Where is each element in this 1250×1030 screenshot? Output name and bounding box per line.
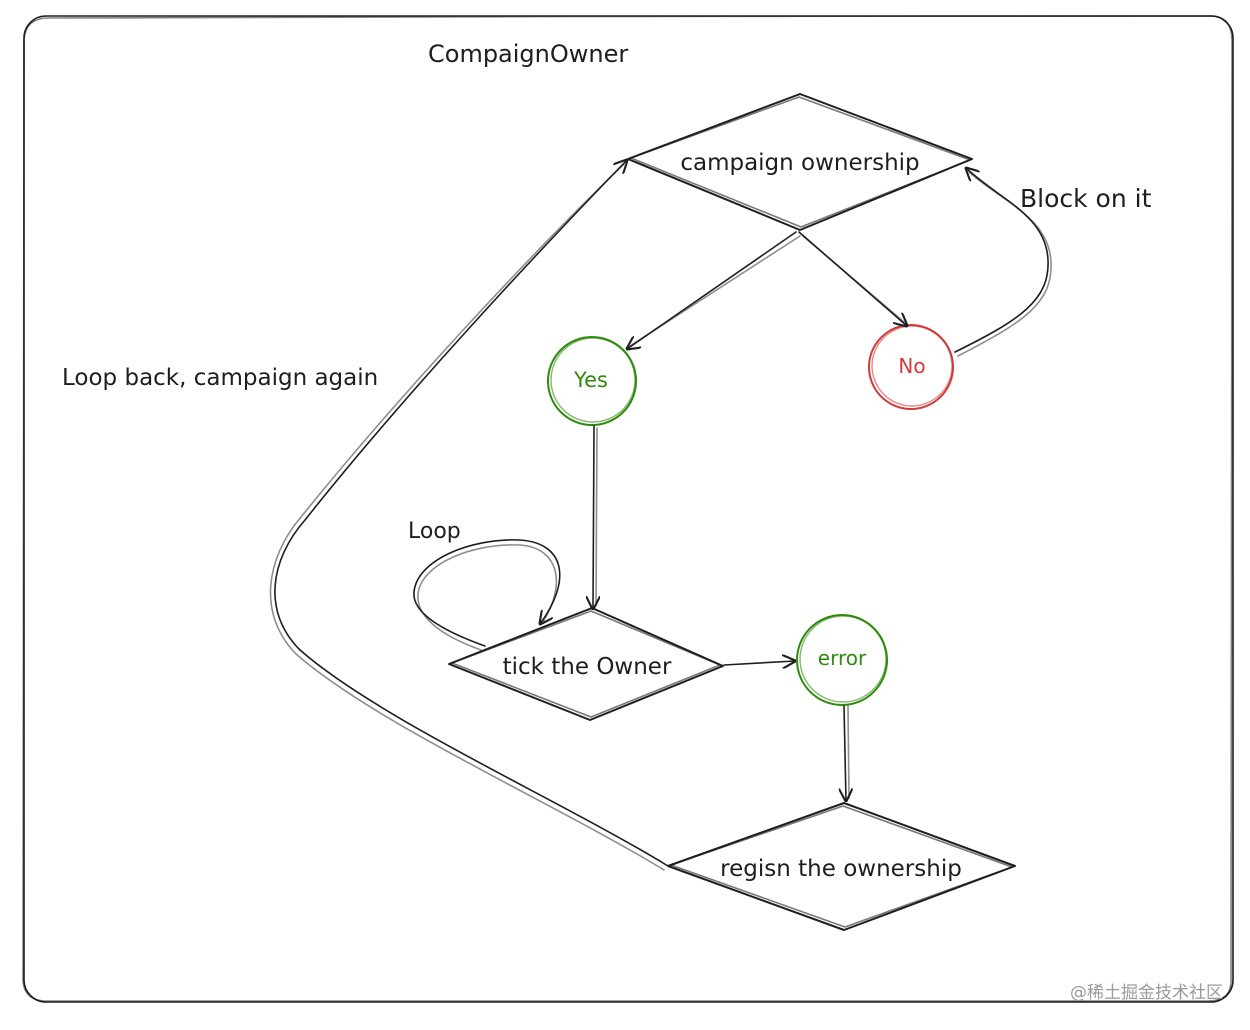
campaign-ownership-label: campaign ownership — [680, 150, 919, 176]
edge-tick-self-loop — [413, 539, 561, 651]
frame — [22, 15, 1234, 1003]
diagram-title: CompaignOwner — [428, 40, 628, 68]
loop-label: Loop — [408, 519, 461, 544]
loop-back-label: Loop back, campaign again — [62, 365, 378, 391]
yes-node: Yes — [547, 336, 637, 426]
block-on-it-label: Block on it — [1020, 184, 1152, 213]
edge-loop-back — [269, 160, 669, 871]
no-node: No — [868, 324, 954, 410]
regisn-the-ownership-node: regisn the ownership — [667, 802, 1016, 931]
no-label: No — [898, 354, 925, 378]
edge-campaign-to-no — [798, 231, 907, 326]
tick-the-owner-node: tick the Owner — [448, 607, 724, 721]
edge-campaign-to-yes — [627, 231, 801, 349]
tick-the-owner-label: tick the Owner — [503, 654, 672, 680]
yes-label: Yes — [573, 368, 608, 392]
campaign-ownership-node: campaign ownership — [627, 93, 973, 231]
edge-tick-to-error — [723, 661, 795, 665]
edge-no-block-on-it — [954, 168, 1052, 357]
error-node: error — [796, 614, 888, 706]
regisn-the-ownership-label: regisn the ownership — [720, 856, 962, 882]
watermark: @稀土掘金技术社区 — [1070, 983, 1223, 1003]
edge-yes-to-tick — [593, 425, 597, 609]
error-label: error — [818, 646, 867, 670]
edge-error-to-regisn — [844, 705, 849, 801]
